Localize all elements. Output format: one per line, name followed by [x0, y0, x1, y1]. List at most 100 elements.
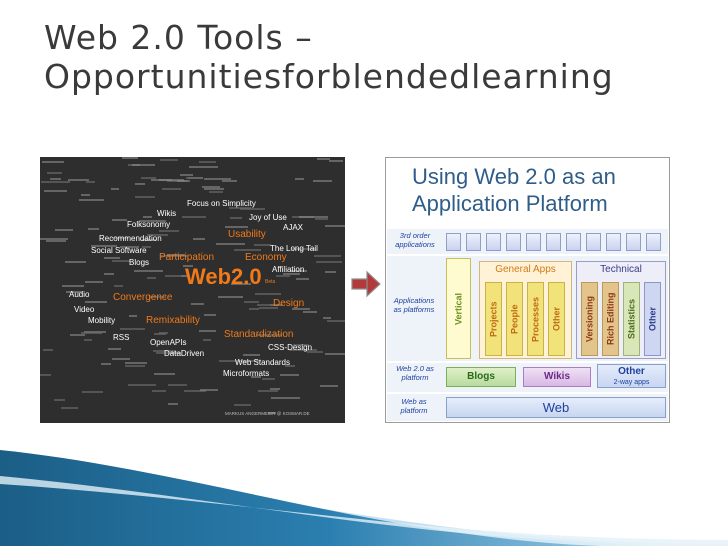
filler-mark	[188, 177, 203, 179]
word-blogs: Blogs	[129, 258, 150, 267]
diagram-title-line-1: Using Web 2.0 as an	[412, 164, 616, 189]
app-square	[506, 233, 521, 251]
word-datadriven: DataDriven	[164, 349, 205, 358]
general-other: Other	[548, 282, 565, 356]
filler-mark	[152, 390, 166, 392]
filler-mark	[101, 363, 111, 365]
filler-mark	[270, 388, 280, 390]
word-focus-on-simplicity: Focus on Simplicity	[187, 199, 256, 208]
filler-mark	[271, 397, 300, 399]
filler-mark	[40, 238, 68, 240]
filler-mark	[70, 334, 85, 336]
word-cloud-credit: MARKUS ANGERMEIER @ KOSMAR.DE	[225, 411, 310, 416]
other-sub-label: 2-way apps	[613, 379, 650, 386]
filler-mark	[258, 390, 278, 392]
filler-mark	[135, 183, 145, 185]
filler-mark	[141, 177, 156, 179]
filler-mark	[156, 352, 177, 354]
word-the-long-tail: The Long Tail	[270, 244, 318, 253]
filler-mark	[132, 164, 155, 166]
word-wikis: Wikis	[157, 209, 177, 218]
filler-mark	[204, 314, 216, 316]
app-square	[646, 233, 661, 251]
filler-mark	[209, 191, 223, 193]
filler-mark	[244, 301, 259, 303]
filler-mark	[168, 403, 178, 405]
filler-mark	[299, 216, 328, 218]
filler-mark	[249, 308, 259, 310]
filler-mark	[154, 373, 175, 375]
filler-mark	[143, 216, 152, 218]
filler-mark	[182, 216, 206, 218]
filler-mark	[292, 248, 315, 250]
filler-mark	[218, 296, 243, 298]
word-web-standards: Web Standards	[235, 358, 290, 367]
word-economy: Economy	[245, 252, 287, 263]
filler-mark	[270, 304, 281, 306]
filler-mark	[325, 353, 345, 355]
filler-mark	[54, 399, 65, 401]
filler-mark	[189, 166, 218, 168]
web-label: Web	[542, 400, 570, 415]
technical-rich-editing: Rich Editing	[602, 282, 619, 356]
word-design: Design	[273, 298, 305, 309]
filler-mark	[329, 160, 343, 162]
right-arrow-icon	[351, 270, 381, 298]
filler-mark	[243, 360, 261, 362]
filler-mark	[120, 246, 139, 248]
other-2way-bar: Other 2-way apps	[597, 364, 666, 388]
word-openapis: OpenAPIs	[150, 338, 187, 347]
filler-mark	[111, 188, 119, 190]
filler-mark	[204, 188, 224, 190]
filler-mark	[295, 178, 304, 180]
filler-mark	[139, 220, 166, 222]
filler-mark	[142, 239, 156, 241]
filler-mark	[216, 243, 245, 245]
technical-versioning: Versioning	[581, 282, 598, 356]
filler-mark	[142, 246, 151, 248]
word-participation: Participation	[159, 252, 215, 263]
filler-mark	[112, 237, 128, 239]
filler-mark	[85, 301, 107, 303]
filler-mark	[125, 365, 145, 367]
filler-mark	[114, 285, 123, 287]
filler-mark	[129, 315, 137, 317]
decorative-wave	[0, 450, 728, 546]
app-square	[486, 233, 501, 251]
filler-mark	[183, 265, 193, 267]
filler-mark	[82, 391, 103, 393]
filler-mark	[88, 228, 99, 230]
label-applications-as-platforms: Applications as platforms	[393, 296, 435, 314]
word-web20: Web2.0	[185, 264, 262, 289]
filler-mark	[256, 334, 282, 336]
word-affiliation: Affiliation	[272, 265, 305, 274]
filler-mark	[61, 407, 78, 409]
filler-mark	[222, 180, 237, 182]
filler-mark	[47, 172, 62, 174]
filler-mark	[108, 348, 121, 350]
general-apps-group: General Apps Projects People Processes O…	[479, 261, 572, 359]
filler-mark	[280, 374, 299, 376]
filler-mark	[254, 244, 271, 246]
word-convergence: Convergence	[113, 292, 173, 303]
filler-mark	[135, 196, 155, 198]
filler-mark	[147, 277, 156, 279]
word-standardization: Standardization	[224, 329, 294, 340]
filler-mark	[268, 412, 276, 414]
filler-mark	[313, 180, 332, 182]
filler-mark	[262, 378, 275, 380]
word-social-software: Social Software	[91, 246, 147, 255]
filler-mark	[43, 349, 53, 351]
vertical-column: Vertical	[446, 258, 471, 359]
filler-mark	[66, 291, 82, 293]
technical-statistics: Statistics	[623, 282, 640, 356]
filler-mark	[240, 208, 265, 210]
word-remixability: Remixability	[146, 315, 200, 326]
app-square	[466, 233, 481, 251]
app-square	[586, 233, 601, 251]
filler-mark	[285, 365, 295, 367]
filler-mark	[191, 303, 204, 305]
wikis-label: Wikis	[543, 371, 571, 382]
filler-mark	[307, 351, 323, 353]
word-css-design: CSS-Design	[268, 343, 313, 352]
